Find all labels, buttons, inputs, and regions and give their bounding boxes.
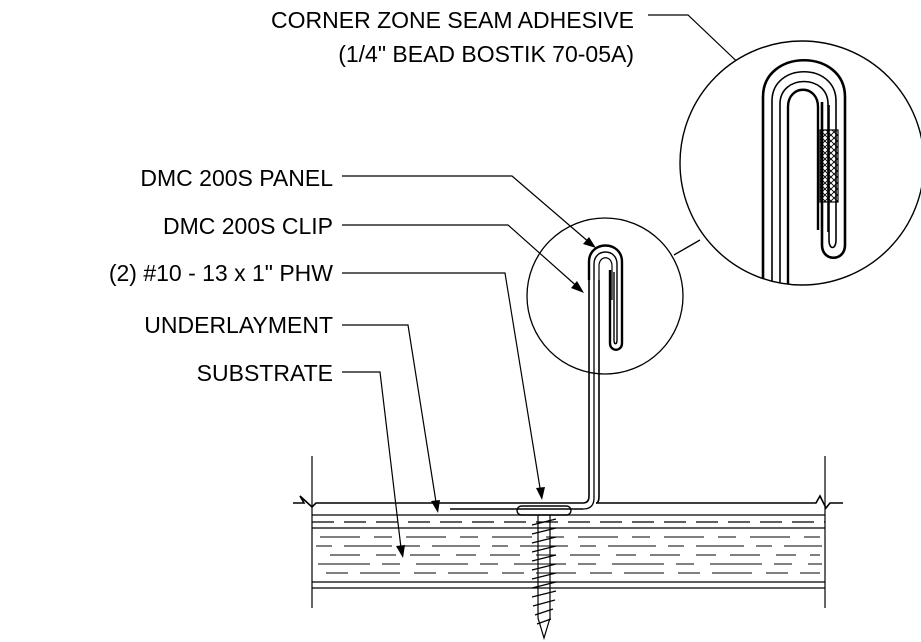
- detail-connector-line: [673, 239, 701, 256]
- panel-label: DMC 200S PANEL: [140, 165, 333, 191]
- adhesive-label-line1: CORNER ZONE SEAM ADHESIVE: [271, 7, 634, 33]
- detail-second-layer: [771, 70, 837, 285]
- substrate-arrowhead: [396, 545, 405, 558]
- substrate-label: SUBSTRATE: [197, 360, 333, 386]
- left-panel-leg: [582, 280, 590, 504]
- vertical-seam: [582, 244, 624, 510]
- underlayment-leader: [342, 324, 437, 503]
- fastener-label: (2) #10 - 13 x 1" PHW: [109, 260, 333, 286]
- fastener-leader: [342, 272, 541, 489]
- panel-pan-right: [596, 494, 843, 510]
- substrate-assembly: [293, 456, 843, 608]
- panel-arrowhead: [583, 237, 596, 248]
- panel-pan-left: [293, 495, 583, 509]
- screw-icon: [516, 505, 572, 641]
- right-panel-leg: [595, 280, 600, 504]
- magnified-seam-circle-icon: [679, 40, 921, 286]
- underlayment-label: UNDERLAYMENT: [144, 312, 333, 338]
- seam-callout-circle: [526, 217, 684, 375]
- clip-arrowhead: [571, 281, 584, 293]
- seam-fold-mid: [593, 251, 618, 345]
- seam-fold-outer: [587, 244, 624, 351]
- adhesive-label-line2: (1/4" BEAD BOSTIK 70-05A): [338, 41, 634, 67]
- underlayment-arrowhead: [431, 500, 440, 513]
- substrate-leader: [342, 371, 402, 549]
- fastener-arrowhead: [536, 487, 545, 500]
- detail-outer-panel: [761, 58, 847, 285]
- screw-threads: [531, 518, 557, 625]
- seam-fold-inner: [598, 257, 613, 300]
- leader-lines: [342, 14, 831, 549]
- clip-leader: [342, 224, 581, 290]
- leader-arrowheads: [396, 237, 596, 558]
- panel-leader: [342, 175, 591, 244]
- detail-inner-panel: [786, 88, 820, 285]
- detail-adhesive-bead: [819, 129, 839, 203]
- detail-clip-layer: [779, 80, 829, 285]
- screw-washer: [516, 505, 572, 516]
- clip-leg: [582, 280, 595, 510]
- clip-label: DMC 200S CLIP: [163, 213, 333, 239]
